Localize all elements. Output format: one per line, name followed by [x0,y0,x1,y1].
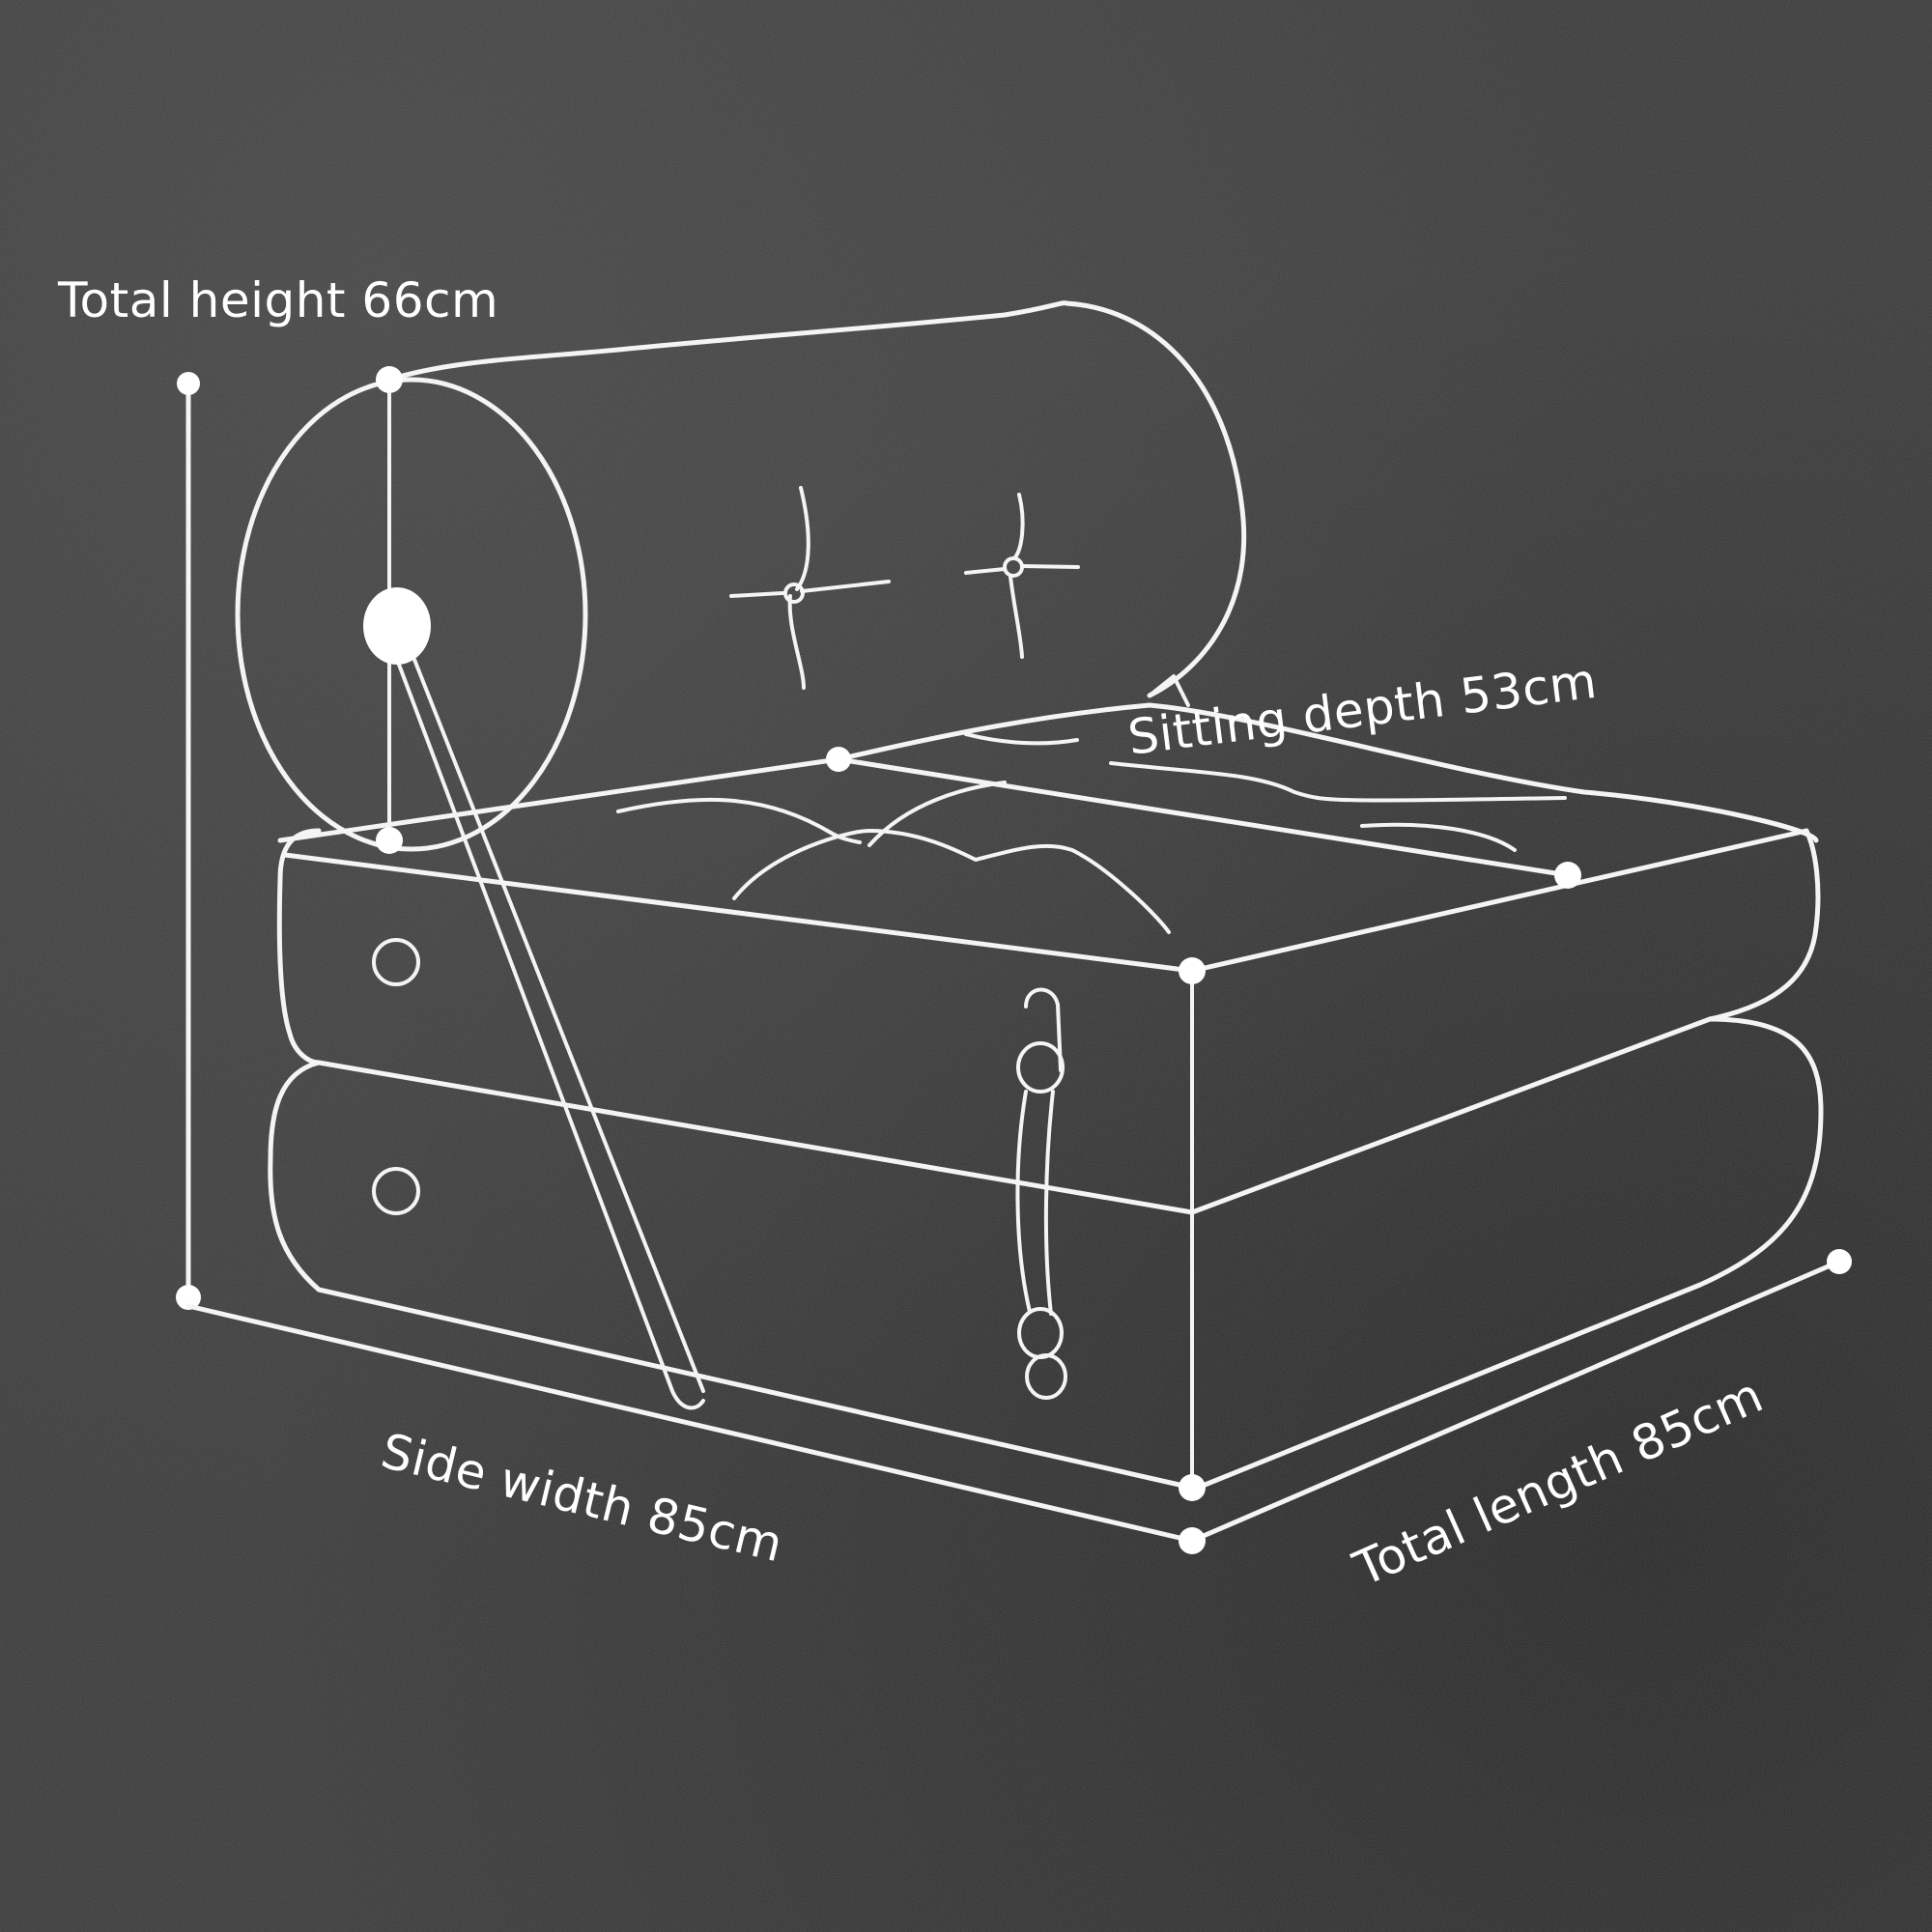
lower-cushion-front-bottom [268,1060,1195,1491]
side-button-lower [372,1167,420,1215]
seat-front-edge [282,852,1195,974]
dimension-bolster [363,366,431,854]
cushion-fold [1360,822,1517,852]
tufting-button-right [964,493,1080,659]
seat-right-edge [1189,828,1809,974]
side-button-upper [372,938,420,986]
dimension-base [185,1249,1852,1554]
bolster-body-outline [386,300,1247,698]
bolster-tie [1148,674,1190,707]
tufting-button-left [729,486,891,690]
dimension-height [176,372,201,1310]
carry-handle [1015,987,1067,1400]
seat-top [277,702,1819,974]
backrest-bolster [235,300,1247,852]
cushion-fold [964,732,1079,746]
cushion-fold [616,797,862,844]
bolster-end-circle [235,377,588,852]
seat-back-edge-right [836,702,1819,843]
cushion-right-ends [1195,828,1824,1491]
dimension-depth [826,747,1581,984]
total-height-label: Total height 66cm [58,272,499,328]
cushion-fold [732,829,1171,934]
cushion-seam-side [1189,1016,1713,1215]
upper-cushion-left-end [276,828,322,1065]
cushion-fold [1109,761,1567,803]
support-strap [383,624,705,1410]
seat-back-edge-left [277,756,841,843]
